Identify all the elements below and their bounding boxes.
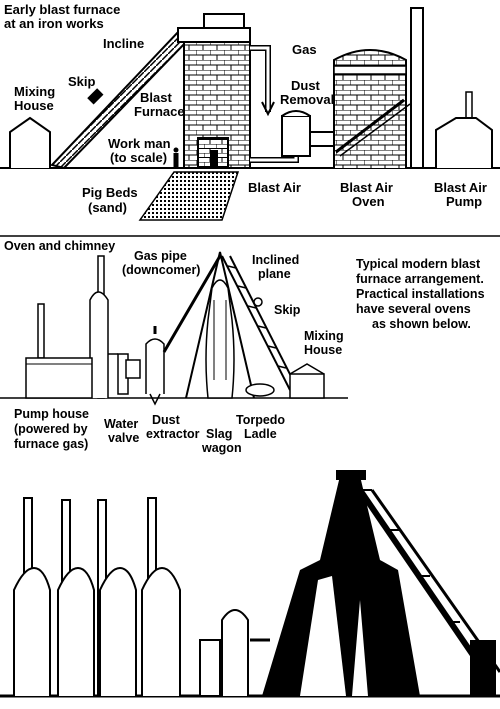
pump-house-label-1: Pump house (14, 407, 89, 421)
dust-extractor-modern (117, 326, 165, 406)
slag-label-1: Slag (206, 427, 232, 441)
early-furnace-panel: Early blast furnace at an iron works Inc… (0, 2, 500, 221)
dust-removal-label-2: Removal (280, 92, 334, 107)
note-line-4: have several ovens (356, 302, 471, 316)
torpedo-label-2: Ladle (244, 427, 277, 441)
inclined-label-1: Inclined (252, 253, 299, 267)
incline-label: Incline (103, 36, 144, 51)
note-line-3: Practical installations (356, 287, 485, 301)
blast-air-pump-label-2: Pump (446, 194, 482, 209)
mixing-house-label-1: Mixing (14, 84, 55, 99)
mixing-house-label-2: House (14, 98, 54, 113)
pig-beds-label-2: (sand) (88, 200, 127, 215)
inclined-label-2: plane (258, 267, 291, 281)
water-valve-label-2: valve (108, 431, 139, 445)
slag-label-2: wagon (201, 441, 242, 455)
dust-extractor-label-1: Dust (152, 413, 181, 427)
furnace-modern (185, 251, 255, 399)
modern-furnace-panel: Oven and chimney Gas pipe (downcomer) In… (0, 239, 485, 455)
chimney-early (410, 7, 424, 169)
inclined-plane-modern (221, 255, 299, 391)
furnace-silhouette (262, 470, 500, 696)
mixing-house-early (9, 116, 51, 168)
ovens-row (13, 566, 181, 696)
gas-pipe-label-2: (downcomer) (122, 263, 200, 277)
blast-air-label: Blast Air (248, 180, 301, 195)
chimney-modern (89, 255, 118, 399)
extractor-silhouette (199, 609, 270, 697)
gas-label: Gas (292, 42, 317, 57)
gas-pipe-label-1: Gas pipe (134, 249, 187, 263)
blast-furnace-early (177, 13, 251, 169)
skip-label-modern: Skip (274, 303, 301, 317)
blast-furnace-label-1: Blast (140, 90, 172, 105)
skip-label: Skip (68, 74, 96, 89)
downcomer-pipe (162, 255, 222, 353)
mixing-label-2: House (304, 343, 342, 357)
mixing-house-modern (289, 363, 325, 399)
blast-air-pump-early (435, 91, 493, 168)
blast-air-oven-early (333, 49, 411, 168)
workman-figure (173, 147, 179, 168)
note-line-1: Typical modern blast (356, 257, 481, 271)
water-valve-label-1: Water (104, 417, 138, 431)
note-line-5: as shown below. (372, 317, 471, 331)
dust-extractor-label-2: extractor (146, 427, 200, 441)
oven-chimney-label: Oven and chimney (4, 239, 115, 253)
workman-label-1: Work man (108, 136, 171, 151)
title-line-2: at an iron works (4, 16, 104, 31)
blast-furnace-label-2: Furnace (134, 104, 185, 119)
pump-house-label-3: furnace gas) (14, 437, 88, 451)
torpedo-ladle (245, 383, 275, 397)
blast-air-oven-label-1: Blast Air (340, 180, 393, 195)
blast-air-oven-label-2: Oven (352, 194, 385, 209)
pig-beds (138, 171, 240, 221)
mixing-label-1: Mixing (304, 329, 344, 343)
dust-removal-label-1: Dust (291, 78, 321, 93)
dust-removal-early (281, 110, 334, 157)
title-line-1: Early blast furnace (4, 2, 120, 17)
pig-beds-label-1: Pig Beds (82, 185, 138, 200)
blast-air-pump-label-1: Blast Air (434, 180, 487, 195)
note-line-2: furnace arrangement. (356, 272, 484, 286)
installation-silhouette (0, 470, 500, 698)
torpedo-label-1: Torpedo (236, 413, 285, 427)
pump-house-modern (25, 303, 93, 399)
workman-label-2: (to scale) (110, 150, 167, 165)
pump-house-label-2: (powered by (14, 422, 88, 436)
